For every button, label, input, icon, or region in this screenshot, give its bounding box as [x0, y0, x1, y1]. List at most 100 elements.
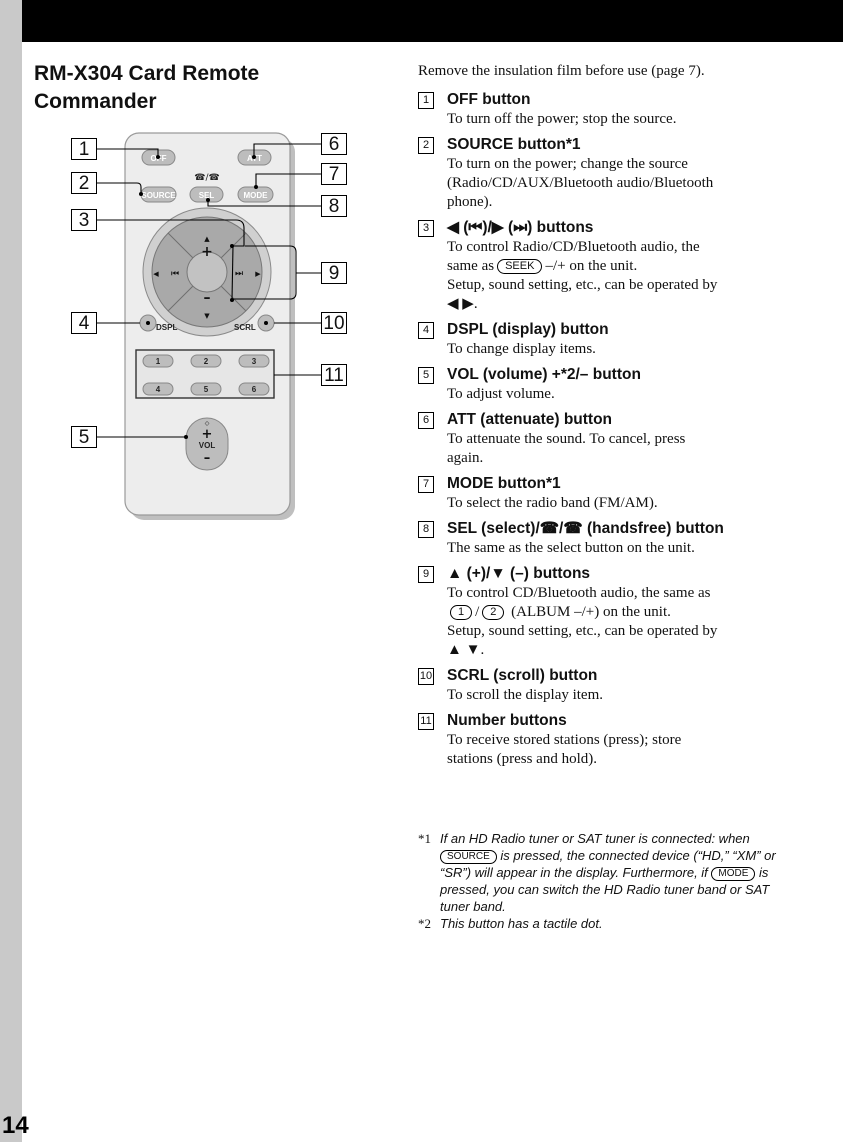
item-desc: To scroll the display item.	[447, 687, 604, 703]
item-heading: Number buttons	[447, 712, 567, 729]
prev-icon: ⏮	[171, 269, 179, 279]
intro-text: Remove the insulation film before use (p…	[418, 63, 705, 79]
item-heading: ▲ (+)/▼ (–) buttons	[447, 565, 591, 582]
sel-button	[189, 186, 224, 203]
list-item: 5 VOL (volume) +*2/– button To adjust vo…	[418, 365, 778, 404]
callout-8: 8	[321, 195, 347, 217]
up-plus-icon: +	[201, 244, 213, 260]
button-list: 1 OFF button To turn off the power; stop…	[418, 90, 778, 775]
scrl-label: SCRL	[234, 323, 256, 332]
list-item: 11 Number buttons To receive stored stat…	[418, 711, 778, 769]
callout-2: 2	[71, 172, 97, 194]
callout-9: 9	[321, 262, 347, 284]
source-label: SOURCE	[141, 191, 176, 200]
item-desc: again.	[447, 450, 484, 466]
item-desc: To select the radio band (FM/AM).	[447, 495, 658, 511]
sel-label: SEL	[199, 191, 215, 200]
callout-11: 11	[321, 364, 347, 386]
mode-key-icon: MODE	[711, 867, 756, 881]
page-number: 14	[2, 1112, 29, 1139]
list-item: 9 ▲ (+)/▼ (–) buttons To control CD/Blue…	[418, 564, 778, 660]
item-desc: To control Radio/CD/Bluetooth audio, the	[447, 239, 700, 255]
header-bar	[22, 0, 843, 42]
left-arrow-icon: ◀	[153, 270, 159, 278]
footnotes: *1 If an HD Radio tuner or SAT tuner is …	[418, 830, 778, 932]
item-desc: To turn off the power; stop the source.	[447, 111, 677, 127]
number-button-3: 3	[252, 357, 257, 366]
key-2-icon: 2	[482, 605, 505, 620]
item-desc: To turn on the power; change the source	[447, 156, 688, 172]
page-edge-bar	[0, 0, 22, 1142]
handsfree-icon: ☎/☎	[194, 173, 219, 183]
list-item: 10 SCRL (scroll) button To scroll the di…	[418, 666, 778, 705]
footnote-1: *1 If an HD Radio tuner or SAT tuner is …	[418, 831, 776, 914]
item-desc: phone).	[447, 194, 493, 210]
item-desc: ◀ ▶.	[447, 296, 478, 312]
next-icon: ⏭	[235, 269, 243, 279]
right-arrow-icon: ▶	[255, 270, 261, 278]
item-number: 11	[418, 713, 434, 730]
item-desc-album: 1/2 (ALBUM –/+) on the unit.	[447, 603, 778, 622]
list-item: 2 SOURCE button*1 To turn on the power; …	[418, 135, 778, 212]
number-button-1: 1	[156, 357, 161, 366]
item-desc: ▲ ▼.	[447, 642, 485, 658]
callout-7: 7	[321, 163, 347, 185]
callout-3: 3	[71, 209, 97, 231]
tactile-dot-icon: ◇	[205, 420, 210, 427]
callout-6: 6	[321, 133, 347, 155]
item-number: 10	[418, 668, 434, 685]
down-arrow-icon: ▼	[204, 312, 210, 320]
number-button-2: 2	[204, 357, 209, 366]
item-desc: stations (press and hold).	[447, 751, 597, 767]
item-number: 6	[418, 412, 434, 429]
item-number: 5	[418, 367, 434, 384]
number-button-5: 5	[204, 385, 209, 394]
number-button-4: 4	[156, 385, 161, 394]
number-button-6: 6	[252, 385, 257, 394]
item-number: 9	[418, 566, 434, 583]
item-desc: To receive stored stations (press); stor…	[447, 732, 682, 748]
callout-5: 5	[71, 426, 97, 448]
item-number: 7	[418, 476, 434, 493]
down-minus-icon: –	[204, 290, 211, 306]
item-desc: To control CD/Bluetooth audio, the same …	[447, 585, 711, 601]
footnote-mark: *2	[418, 916, 431, 931]
item-desc: To change display items.	[447, 341, 596, 357]
item-heading: MODE button*1	[447, 475, 561, 492]
source-key-icon: SOURCE	[440, 850, 497, 864]
item-heading: ATT (attenuate) button	[447, 411, 613, 428]
item-heading: SCRL (scroll) button	[447, 667, 598, 684]
mode-label: MODE	[244, 191, 269, 200]
item-heading: ◀ (⏮)/▶ (⏭) buttons	[447, 219, 594, 236]
footnote-mark: *1	[418, 831, 431, 846]
list-item: 3 ◀ (⏮)/▶ (⏭) buttons To control Radio/C…	[418, 218, 778, 314]
list-item: 7 MODE button*1 To select the radio band…	[418, 474, 778, 513]
item-heading: DSPL (display) button	[447, 321, 609, 338]
item-desc: Setup, sound setting, etc., can be opera…	[447, 277, 718, 293]
dspl-label: DSPL	[156, 323, 177, 332]
item-number: 3	[418, 220, 434, 237]
vol-label: VOL	[199, 441, 216, 450]
seek-key-icon: SEEK	[497, 259, 543, 274]
key-1-icon: 1	[450, 605, 473, 620]
item-number: 8	[418, 521, 434, 538]
list-item: 6 ATT (attenuate) button To attenuate th…	[418, 410, 778, 468]
footnote-2: *2 This button has a tactile dot.	[418, 916, 603, 931]
item-desc: To adjust volume.	[447, 386, 555, 402]
item-number: 2	[418, 137, 434, 154]
dpad-center	[186, 251, 228, 293]
item-desc: To attenuate the sound. To cancel, press	[447, 431, 686, 447]
callout-4: 4	[71, 312, 97, 334]
item-number: 4	[418, 322, 434, 339]
list-item: 4 DSPL (display) button To change displa…	[418, 320, 778, 359]
vol-button	[185, 417, 229, 471]
vol-minus-icon: –	[204, 451, 211, 466]
item-number: 1	[418, 92, 434, 109]
item-heading: SEL (select)/☎/☎ (handsfree) button	[447, 520, 724, 537]
vol-plus-icon: +	[202, 427, 213, 442]
item-desc: Setup, sound setting, etc., can be opera…	[447, 623, 718, 639]
item-heading: SOURCE button*1	[447, 136, 581, 153]
item-heading: VOL (volume) +*2/– button	[447, 366, 641, 383]
